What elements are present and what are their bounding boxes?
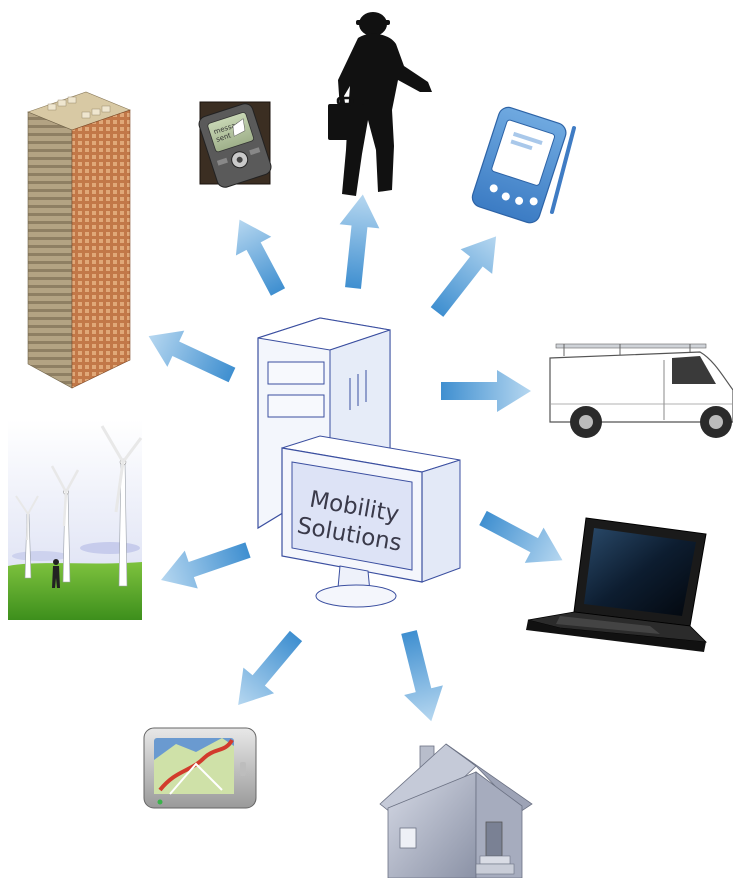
arrow-to-house [401, 630, 443, 722]
delivery-van-icon [549, 343, 733, 438]
arrow-to-building [148, 330, 236, 383]
mobile-worker-icon [328, 12, 432, 196]
house-icon [379, 743, 533, 878]
pda-icon [471, 106, 576, 224]
arrow-to-windfarm [161, 542, 251, 589]
mobile-phone-icon: message sent [198, 101, 272, 188]
arrow-to-van [441, 370, 531, 412]
wind-farm-icon [8, 420, 143, 620]
gps-navigator-icon [143, 727, 257, 809]
arrow-to-worker [339, 194, 380, 289]
arrow-to-laptop [479, 510, 563, 563]
central-monitor: Mobility Solutions [281, 435, 461, 608]
office-building-icon [27, 91, 131, 389]
laptop-icon [526, 517, 708, 652]
arrow-to-gps [238, 630, 303, 705]
arrow-to-pda [430, 236, 497, 317]
arrow-to-phone [235, 219, 286, 296]
